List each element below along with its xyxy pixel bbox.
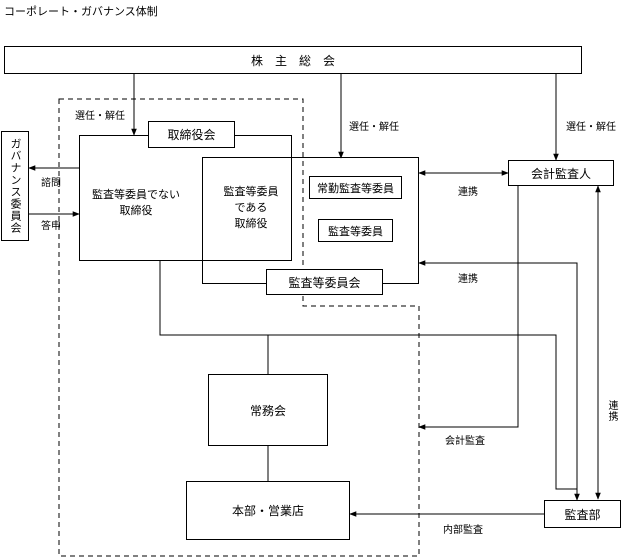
fulltime-audit-member-box: 常勤監査等委員	[309, 176, 402, 199]
internal-audit-box: 監査部	[544, 500, 621, 528]
consult-label: 諮問	[41, 178, 61, 189]
governance-committee-label: ガバナンス委員会	[9, 138, 22, 234]
non-audit-directors-box: 監査等委員でない 取締役	[79, 135, 292, 261]
hq-branches-box: 本部・営業店	[186, 481, 350, 540]
audit-committee-box: 監査等委員会	[266, 269, 383, 295]
link-label-1: 連携	[458, 187, 478, 198]
report-label: 答申	[41, 221, 61, 232]
hq-branches-label: 本部・営業店	[231, 504, 304, 518]
accounting-auditor-label: 会計監査人	[530, 166, 591, 181]
audit-member-label: 監査等委員	[328, 224, 383, 238]
elect-label-3: 選任・解任	[566, 122, 616, 133]
governance-committee-box: ガバナンス委員会	[1, 131, 29, 241]
fulltime-audit-member-label: 常勤監査等委員	[317, 181, 394, 195]
shareholders-meeting-box: 株 主 総 会	[4, 46, 582, 74]
management-meeting-box: 常務会	[208, 374, 328, 446]
internal-audit-label: 監査部	[564, 507, 601, 522]
elect-label-2: 選任・解任	[349, 122, 399, 133]
shareholders-meeting-label: 株 主 総 会	[250, 53, 335, 68]
audit-member-box: 監査等委員	[318, 219, 393, 242]
dashed-region	[58, 98, 420, 557]
link-label-3: 連携	[606, 400, 617, 422]
accounting-audit-label: 会計監査	[445, 436, 485, 447]
elect-label-1: 選任・解任	[75, 111, 125, 122]
board-of-directors-label: 取締役会	[167, 128, 216, 142]
non-audit-directors-label: 監査等委員でない 取締役	[92, 188, 180, 217]
management-meeting-label: 常務会	[249, 403, 286, 418]
board-of-directors-box: 取締役会	[148, 121, 235, 148]
link-label-2: 連携	[458, 274, 478, 285]
internal-audit-connector-label: 内部監査	[443, 525, 483, 536]
diagram-title: コーポレート・ガバナンス体制	[4, 5, 158, 18]
accounting-auditor-box: 会計監査人	[508, 160, 614, 186]
audit-directors-label: 監査等委員 である 取締役	[223, 184, 279, 230]
audit-committee-label: 監査等委員会	[288, 275, 361, 290]
